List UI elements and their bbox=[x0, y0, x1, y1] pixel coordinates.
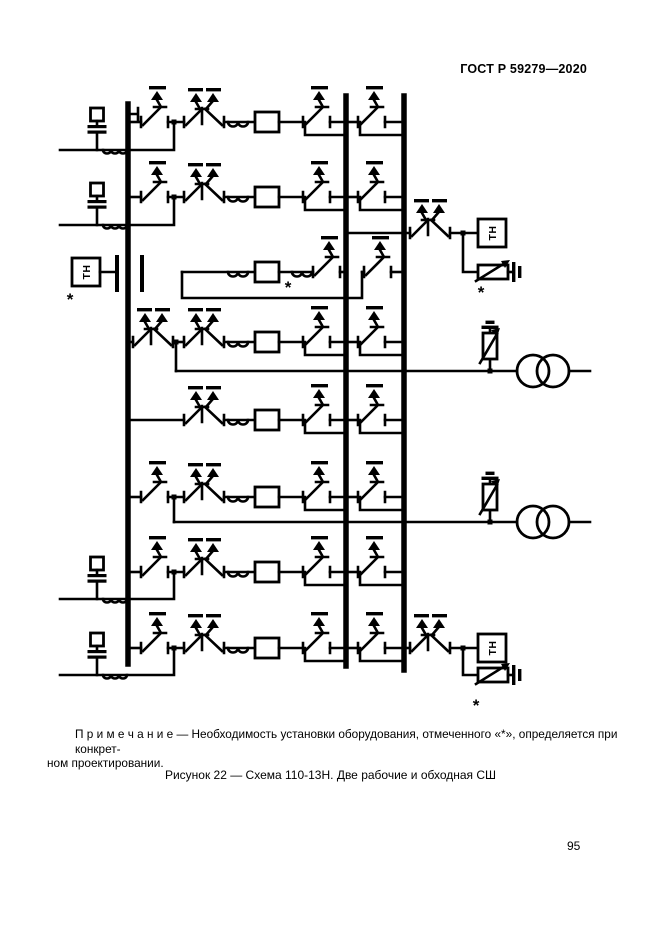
disconnector-icon bbox=[301, 382, 332, 427]
circuit-breaker-icon bbox=[253, 408, 281, 432]
disconnector-icon bbox=[301, 159, 332, 204]
circuit-breaker-icon bbox=[253, 636, 281, 660]
bay-transformer-1 bbox=[128, 304, 592, 389]
surge-arrester-icon bbox=[474, 661, 523, 687]
voltage-transformer-label: ТН bbox=[81, 265, 93, 280]
bay-line-feeder-5 bbox=[58, 610, 406, 680]
coupling-capacitor-icon bbox=[86, 631, 108, 677]
bay-line-feeder-2 bbox=[58, 159, 406, 230]
asterisk-mark: * bbox=[473, 696, 480, 715]
power-transformer-icon bbox=[515, 353, 551, 389]
document-header: ГОСТ Р 59279—2020 bbox=[460, 62, 587, 76]
bay-line-feeder-1 bbox=[58, 84, 406, 155]
note-line-2: ном проектировании. bbox=[47, 756, 164, 770]
disconnector-pair-icon bbox=[182, 86, 226, 129]
coupling-capacitor-icon bbox=[86, 555, 108, 601]
junction-dot bbox=[400, 268, 408, 276]
note-line-1: П р и м е ч а н и е — Необходимость уста… bbox=[75, 727, 618, 756]
disconnector-pair-icon bbox=[408, 197, 452, 240]
voltage-transformer-label: ТН bbox=[487, 641, 499, 656]
circuit-breaker-icon bbox=[253, 560, 281, 584]
bay-voltage-transformer-bottom: ТН * bbox=[404, 612, 523, 715]
disconnector-pair-icon bbox=[131, 306, 175, 349]
bus-bar-mark bbox=[140, 255, 144, 292]
asterisk-mark: * bbox=[285, 278, 292, 297]
circuit-breaker-icon bbox=[253, 260, 281, 284]
disconnector-pair-icon bbox=[182, 161, 226, 204]
voltage-transformer-box bbox=[70, 256, 102, 288]
voltage-transformer-box bbox=[476, 217, 508, 249]
disconnector-icon bbox=[356, 610, 387, 655]
disconnector-icon bbox=[301, 84, 332, 129]
asterisk-mark: * bbox=[478, 283, 485, 302]
disconnector-icon bbox=[356, 459, 387, 504]
circuit-breaker-icon bbox=[253, 110, 281, 134]
surge-arrester-icon bbox=[474, 258, 523, 284]
disconnector-pair-icon bbox=[182, 536, 226, 579]
disconnector-icon bbox=[139, 534, 170, 579]
disconnector-icon bbox=[356, 534, 387, 579]
disconnector-icon bbox=[311, 234, 342, 279]
voltage-transformer-box bbox=[476, 632, 508, 664]
disconnector-icon bbox=[356, 382, 387, 427]
disconnector-icon bbox=[362, 234, 393, 279]
circuit-breaker-icon bbox=[253, 485, 281, 509]
power-transformer-icon bbox=[535, 504, 571, 540]
disconnector-pair-icon bbox=[182, 384, 226, 427]
asterisk-mark: * bbox=[67, 290, 74, 309]
disconnector-icon bbox=[139, 84, 170, 129]
coupling-capacitor-icon bbox=[86, 106, 108, 152]
figure-caption: Рисунок 22 — Схема 110-13Н. Две рабочие … bbox=[164, 768, 497, 782]
bus-top-stub bbox=[126, 106, 140, 122]
disconnector-icon bbox=[356, 304, 387, 349]
page-number: 95 bbox=[567, 839, 581, 853]
bus-bar-mark bbox=[115, 255, 119, 292]
disconnector-pair-icon bbox=[182, 461, 226, 504]
disconnector-icon bbox=[301, 304, 332, 349]
surge-arrester-icon bbox=[478, 470, 502, 524]
disconnector-icon bbox=[301, 459, 332, 504]
bay-transformer-2 bbox=[128, 459, 592, 540]
disconnector-pair-icon bbox=[408, 612, 452, 655]
disconnector-icon bbox=[356, 159, 387, 204]
disconnector-icon bbox=[139, 459, 170, 504]
disconnector-icon bbox=[139, 610, 170, 655]
disconnector-icon bbox=[139, 159, 170, 204]
disconnector-icon bbox=[301, 610, 332, 655]
disconnector-pair-icon bbox=[182, 306, 226, 349]
power-transformer-icon bbox=[535, 353, 571, 389]
bay-coupler-bypass: ТН * * bbox=[67, 234, 408, 309]
bay-feeder-3 bbox=[128, 382, 406, 435]
disconnector-pair-icon bbox=[182, 612, 226, 655]
disconnector-icon bbox=[301, 534, 332, 579]
disconnector-icon bbox=[356, 84, 387, 129]
surge-arrester-icon bbox=[478, 319, 502, 373]
figure-note: П р и м е ч а н и е — Необходимость уста… bbox=[47, 727, 619, 771]
voltage-transformer-label: ТН bbox=[487, 226, 499, 241]
circuit-breaker-icon bbox=[253, 330, 281, 354]
bay-voltage-transformer-top: ТН * bbox=[342, 197, 523, 302]
coupling-capacitor-icon bbox=[86, 181, 108, 227]
circuit-breaker-icon bbox=[253, 185, 281, 209]
power-transformer-icon bbox=[515, 504, 551, 540]
bay-line-feeder-4 bbox=[58, 534, 406, 604]
